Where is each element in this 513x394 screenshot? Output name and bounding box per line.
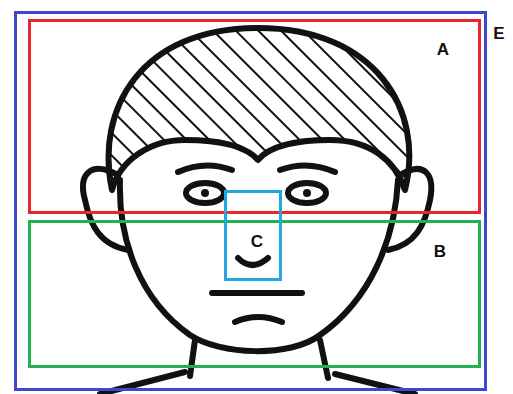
- pupil-left: [201, 189, 209, 197]
- hair: [109, 28, 410, 190]
- neck-left: [190, 340, 195, 376]
- region-letter: C: [251, 233, 263, 252]
- eye-right: [288, 183, 326, 203]
- eyebrow-left: [178, 165, 232, 172]
- left-ear: [83, 169, 128, 250]
- region-letter: E: [493, 25, 504, 44]
- mouth: [212, 290, 302, 296]
- outer-region-box: EABC: [14, 11, 487, 391]
- right-ear: [388, 169, 431, 250]
- pupil-right: [303, 189, 311, 197]
- face-outline: [120, 180, 398, 351]
- eyebrow-right: [280, 165, 335, 172]
- nose-region-box: C: [224, 190, 282, 281]
- eye-left: [186, 183, 224, 203]
- region-letter: B: [434, 243, 446, 262]
- upper-region-box: A: [28, 19, 481, 214]
- neck-right: [320, 340, 328, 378]
- lower-lip: [235, 317, 282, 322]
- shoulder-right: [335, 374, 415, 394]
- nose: [238, 258, 268, 265]
- region-letter: A: [437, 41, 449, 60]
